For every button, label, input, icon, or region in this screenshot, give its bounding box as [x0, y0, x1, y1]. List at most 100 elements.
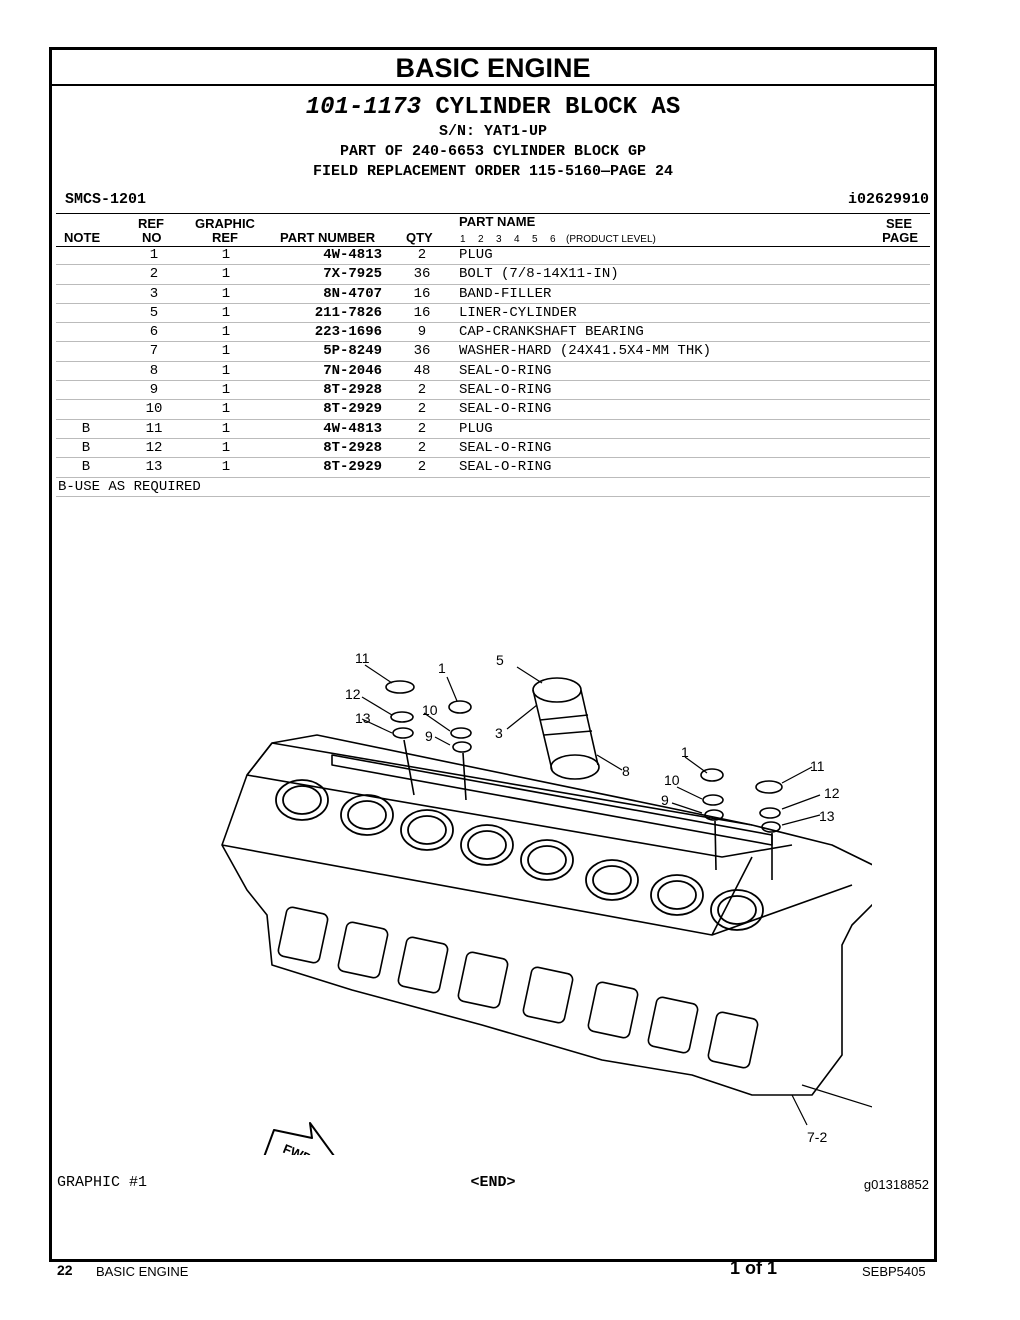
field-order-line: FIELD REPLACEMENT ORDER 115-5160—PAGE 24	[312, 163, 674, 180]
graphic-ref-cell: 1	[221, 324, 231, 341]
callout-labels: 11 1 5 12 10 13 9 3 8 1 11 10 12 9 13 6 …	[281, 650, 840, 1155]
ref-no-cell: 2	[149, 266, 159, 283]
serial-number: S/N: YAT1-UP	[438, 123, 548, 140]
part-number-cell: 8T-2929	[323, 401, 382, 418]
graphic-ref-cell: 1	[221, 439, 231, 456]
col-ref-top: REF	[138, 216, 164, 231]
part-name-cell: SEAL-O-RING	[459, 362, 552, 379]
col-part-name: PART NAME	[459, 214, 536, 229]
assembly-number: 101-1173	[305, 94, 421, 121]
col-qty: QTY	[406, 230, 433, 245]
note-row: B-USE AS REQUIRED	[56, 478, 930, 497]
part-number-cell: 7X-7925	[323, 266, 382, 283]
side-windows	[277, 906, 759, 1069]
graphic-ref-cell: 1	[221, 343, 231, 360]
qty-cell: 2	[417, 439, 427, 456]
ref-no-cell: 1	[149, 247, 159, 263]
block-outline	[221, 734, 872, 1096]
callout-9a: 9	[425, 728, 433, 744]
seal-stack-right	[700, 768, 783, 880]
callout-9b: 9	[661, 792, 669, 808]
qty-cell: 2	[417, 459, 427, 476]
ref-no-cell: 5	[149, 304, 159, 321]
part-name-cell: SEAL-O-RING	[459, 459, 552, 476]
top-deck	[246, 742, 793, 858]
part-number-cell: 4W-4813	[323, 420, 382, 437]
qty-cell: 36	[413, 343, 431, 360]
callout-5: 5	[496, 652, 504, 668]
section-title: BASIC ENGINE	[52, 50, 934, 86]
part-number-cell: 4W-4813	[323, 247, 382, 263]
graphic-ref-cell: 1	[221, 362, 231, 379]
fwd-arrow	[263, 1122, 335, 1155]
part-name-cell: CAP-CRANKSHAFT BEARING	[459, 324, 644, 341]
fwd-label: FWD	[281, 1141, 314, 1155]
product-level-2: 2	[478, 234, 484, 245]
qty-cell: 2	[417, 401, 427, 418]
footer-page-of: 1 of 1	[730, 1258, 778, 1278]
part-number-cell: 7N-2046	[323, 362, 382, 379]
assembly-name: CYLINDER BLOCK AS	[435, 94, 681, 121]
callout-1b: 1	[681, 744, 689, 760]
graphic-ref-cell: 1	[221, 401, 231, 418]
ref-no-cell: 7	[149, 343, 159, 360]
callout-10a: 10	[422, 702, 438, 718]
graphic-end: <END>	[470, 1174, 516, 1191]
qty-cell: 16	[413, 285, 431, 302]
ref-no-cell: 13	[145, 459, 163, 476]
ref-no-cell: 3	[149, 285, 159, 302]
part-number-cell: 8T-2929	[323, 459, 382, 476]
product-level-label: (PRODUCT LEVEL)	[566, 234, 656, 245]
smcs-code: SMCS-1201	[65, 191, 147, 208]
callout-8: 8	[622, 763, 630, 779]
graphic-ref-cell: 1	[221, 266, 231, 283]
part-of-line: PART OF 240-6653 CYLINDER BLOCK GP	[339, 143, 647, 160]
callout-11a: 11	[355, 650, 370, 666]
product-level-4: 4	[514, 234, 520, 245]
graphic-ref-cell: 1	[221, 247, 231, 263]
document-ident: i02629910	[847, 191, 929, 208]
note-cell: B	[81, 439, 91, 456]
part-name-cell: WASHER-HARD (24X41.5X4-MM THK)	[459, 343, 712, 360]
col-graphic-top: GRAPHIC	[195, 216, 255, 231]
callout-12b: 12	[824, 785, 840, 801]
part-number-cell: 223-1696	[314, 324, 382, 341]
callout-13a: 13	[355, 710, 371, 726]
cylinder-liner	[532, 677, 600, 780]
col-ref-bottom: NO	[142, 230, 162, 245]
ref-no-cell: 12	[145, 439, 163, 456]
part-name-cell: PLUG	[459, 420, 493, 437]
footer-page-number: 22	[57, 1262, 73, 1278]
graphic-ref-cell: 1	[221, 459, 231, 476]
ref-no-cell: 11	[145, 420, 163, 437]
ref-no-cell: 10	[145, 401, 163, 418]
part-name-cell: LINER-CYLINDER	[459, 304, 577, 321]
table-row: B 13 1 8T-2929 2 SEAL-O-RING	[56, 458, 930, 478]
part-name-cell: SEAL-O-RING	[459, 439, 552, 456]
product-level-5: 5	[532, 234, 538, 245]
callout-12a: 12	[345, 686, 361, 702]
graphic-ref-cell: 1	[221, 304, 231, 321]
qty-cell: 2	[417, 420, 427, 437]
ref-no-cell: 6	[149, 324, 159, 341]
product-level-1: 1	[460, 234, 466, 245]
product-level-6: 6	[550, 234, 556, 245]
column-headers: NOTE REF NO GRAPHIC REF PART NUMBER QTY …	[56, 213, 930, 247]
col-see-bottom: PAGE	[882, 230, 918, 245]
part-name-cell: BOLT (7/8-14X11-IN)	[459, 266, 619, 283]
note-cell: B	[81, 459, 91, 476]
footer-section: BASIC ENGINE	[96, 1264, 189, 1279]
graphic-ref-cell: 1	[221, 420, 231, 437]
graphic-label: GRAPHIC #1	[57, 1174, 148, 1191]
cylinder-bores	[275, 779, 764, 931]
part-number-cell: 211-7826	[314, 304, 382, 321]
